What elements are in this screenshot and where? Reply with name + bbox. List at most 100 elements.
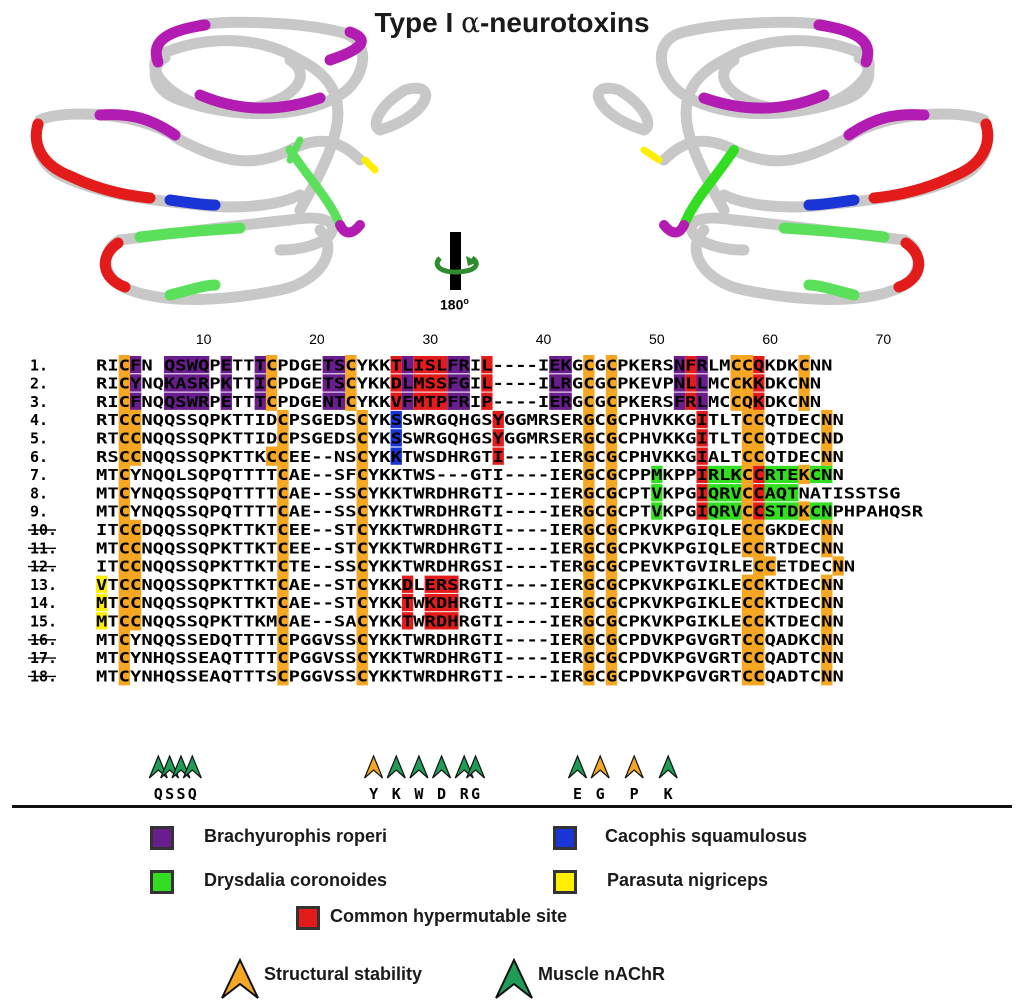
marker-residue-label: K bbox=[392, 785, 401, 800]
highlight-blue bbox=[390, 410, 402, 429]
highlight-orange bbox=[118, 483, 130, 503]
highlight-orange bbox=[118, 501, 130, 521]
highlight-orange bbox=[798, 464, 810, 485]
legend-swatch-hypermutable bbox=[296, 906, 320, 930]
row-label: 15. bbox=[30, 613, 57, 631]
muscle-nachr-marker bbox=[182, 754, 202, 779]
highlight-orange bbox=[277, 428, 289, 448]
highlight-orange bbox=[345, 373, 357, 393]
row-label: 13. bbox=[30, 576, 57, 594]
rotation-axis-icon bbox=[434, 232, 479, 290]
highlight-orange bbox=[118, 592, 142, 613]
legend-label-brachyurophis: Brachyurophis roperi bbox=[204, 826, 388, 846]
highlight-purple bbox=[322, 392, 346, 410]
marker-residue-label: S bbox=[176, 785, 185, 800]
structure-left bbox=[30, 16, 432, 305]
highlight-orange bbox=[605, 373, 618, 393]
highlight-orange bbox=[118, 556, 142, 576]
highlight-orange bbox=[821, 666, 833, 686]
highlight-orange bbox=[356, 666, 368, 686]
title-suffix: -neurotoxins bbox=[479, 7, 650, 38]
highlight-orange bbox=[277, 483, 289, 503]
highlight-orange bbox=[730, 373, 742, 393]
highlight-red bbox=[390, 392, 402, 410]
highlight-purple bbox=[129, 356, 142, 374]
highlight-orange bbox=[356, 409, 368, 430]
legend-label-structural: Structural stability bbox=[264, 964, 423, 984]
highlight-orange bbox=[356, 574, 368, 594]
row-sequence: RSCCNQQSSQPKTTKCCEE--NSCYKKTWSDHRGTI----… bbox=[96, 448, 844, 466]
highlight-red bbox=[685, 374, 697, 392]
highlight-orange bbox=[741, 592, 765, 613]
highlight-orange bbox=[605, 446, 618, 466]
highlight-orange bbox=[277, 647, 289, 668]
highlight-orange bbox=[605, 355, 618, 375]
highlight-green bbox=[651, 484, 663, 502]
highlight-orange bbox=[605, 556, 618, 576]
highlight-orange bbox=[605, 611, 618, 631]
muscle-nachr-marker bbox=[386, 754, 406, 779]
highlight-green bbox=[707, 484, 742, 502]
highlight-orange bbox=[277, 538, 289, 558]
highlight-red bbox=[401, 575, 414, 593]
highlight-red bbox=[696, 447, 708, 465]
highlight-orange bbox=[730, 391, 742, 411]
legend-swatch-brachyurophis bbox=[150, 826, 174, 850]
highlight-orange bbox=[265, 373, 278, 393]
legend-label-hypermutable: Common hypermutable site bbox=[330, 906, 568, 926]
highlight-orange bbox=[277, 464, 289, 485]
highlight-orange bbox=[583, 592, 595, 613]
highlight-orange bbox=[118, 519, 142, 539]
highlight-purple bbox=[163, 392, 210, 410]
highlight-orange bbox=[277, 501, 289, 521]
highlight-orange bbox=[741, 666, 765, 686]
highlight-orange bbox=[118, 611, 142, 631]
highlight-orange bbox=[583, 629, 595, 649]
highlight-orange bbox=[605, 538, 618, 558]
highlight-purple bbox=[401, 356, 414, 374]
highlight-orange bbox=[741, 629, 765, 649]
marker-residue-label: Q bbox=[154, 785, 163, 800]
marker-residue-label: D bbox=[437, 785, 446, 800]
highlight-red bbox=[413, 356, 448, 374]
highlight-red bbox=[753, 356, 765, 374]
protein-structure-views bbox=[30, 16, 994, 305]
highlight-orange bbox=[605, 483, 618, 503]
highlight-orange bbox=[741, 464, 754, 485]
highlight-green bbox=[651, 465, 663, 484]
highlight-orange bbox=[730, 355, 742, 375]
residue-highlights bbox=[96, 355, 844, 686]
highlight-orange bbox=[605, 647, 618, 668]
divider bbox=[12, 805, 1012, 808]
row-sequence: MTCCNQQSSQPKTTKTCEE--STCYKKTWRDHRGTI----… bbox=[96, 539, 844, 557]
highlight-green bbox=[707, 465, 742, 484]
highlight-orange bbox=[265, 391, 278, 411]
highlight-red bbox=[413, 392, 448, 410]
highlight-orange bbox=[605, 666, 618, 686]
highlight-orange bbox=[741, 446, 765, 466]
muscle-nachr-icon bbox=[495, 958, 533, 999]
highlight-red bbox=[753, 484, 765, 502]
highlight-orange bbox=[605, 629, 618, 649]
row-label: 7. bbox=[30, 466, 48, 484]
highlight-orange bbox=[277, 556, 289, 576]
highlight-red bbox=[696, 429, 708, 447]
highlight-purple bbox=[696, 392, 708, 410]
highlight-purple bbox=[401, 392, 414, 410]
row-label: 8. bbox=[30, 484, 48, 502]
row-sequence: RICFN QSWQPETTTCPDGETSCYKKTLISLFRIL----I… bbox=[96, 356, 832, 374]
highlight-purple bbox=[549, 392, 572, 410]
highlight-green bbox=[707, 502, 742, 520]
marker-residue-label: G bbox=[471, 785, 480, 800]
structural-stability-marker bbox=[364, 754, 384, 779]
highlight-red bbox=[401, 593, 414, 612]
muscle-nachr-marker bbox=[409, 754, 429, 779]
highlight-orange bbox=[356, 538, 368, 558]
highlight-orange bbox=[741, 519, 765, 539]
highlight-orange bbox=[356, 464, 368, 485]
highlight-red bbox=[424, 593, 459, 612]
highlight-orange bbox=[356, 501, 368, 521]
row-sequence: RICFNQQSWRPETTTCPDGENTCYKKVFMTPFRIP----I… bbox=[96, 393, 821, 411]
highlight-orange bbox=[821, 428, 833, 448]
highlight-orange bbox=[741, 483, 754, 503]
